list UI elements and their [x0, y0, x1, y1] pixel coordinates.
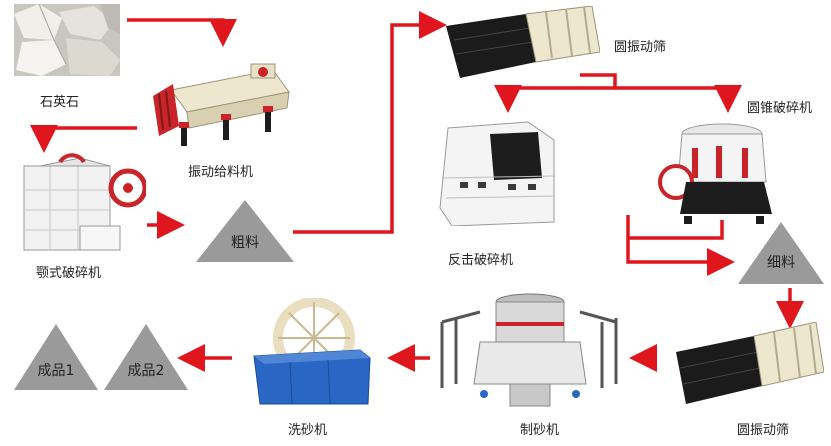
impact-crusher-label: 反击破碎机	[448, 253, 514, 268]
arrow-impact-to-fine	[626, 215, 735, 276]
coarse-material-pile: 粗料	[196, 200, 294, 262]
arrow-coarse-to-screen	[293, 11, 447, 234]
product-2-label: 成品2	[127, 363, 165, 379]
product-1-label: 成品1	[37, 363, 75, 379]
arrow-feeder-to-jaw	[30, 125, 137, 153]
sand-maker-label: 制砂机	[520, 423, 560, 438]
cone-crusher-label: 圆锥破碎机	[747, 101, 813, 116]
fine-material-label: 细料	[767, 255, 795, 271]
circular-screen-bottom-label: 圆振动筛	[737, 423, 790, 438]
arrow-screen-split	[580, 73, 617, 88]
impact-crusher-image	[438, 118, 556, 227]
jaw-crusher-image	[20, 146, 148, 258]
sand-washer-label: 洗砂机	[288, 423, 328, 438]
circular-screen-top-label: 圆振动筛	[614, 40, 667, 55]
product-1-pile: 成品1	[14, 324, 98, 390]
cone-crusher-image	[656, 112, 776, 224]
vibrating-feeder-label: 振动给料机	[188, 165, 254, 180]
quartz-stone-label: 石英石	[40, 95, 80, 110]
coarse-material-label: 粗料	[231, 235, 259, 251]
circular-screen-top-image	[446, 5, 601, 82]
sand-maker-image	[436, 292, 624, 412]
vibrating-feeder-image	[153, 52, 293, 147]
circular-screen-bottom-image	[676, 321, 825, 406]
quartz-stone-image	[14, 3, 120, 76]
arrow-quartz-to-feeder	[127, 18, 237, 47]
sand-washer-image	[250, 297, 374, 406]
jaw-crusher-label: 颚式破碎机	[36, 266, 102, 281]
arrow-cone-down	[628, 220, 724, 240]
product-2-pile: 成品2	[104, 324, 188, 390]
fine-material-pile: 细料	[738, 222, 824, 284]
